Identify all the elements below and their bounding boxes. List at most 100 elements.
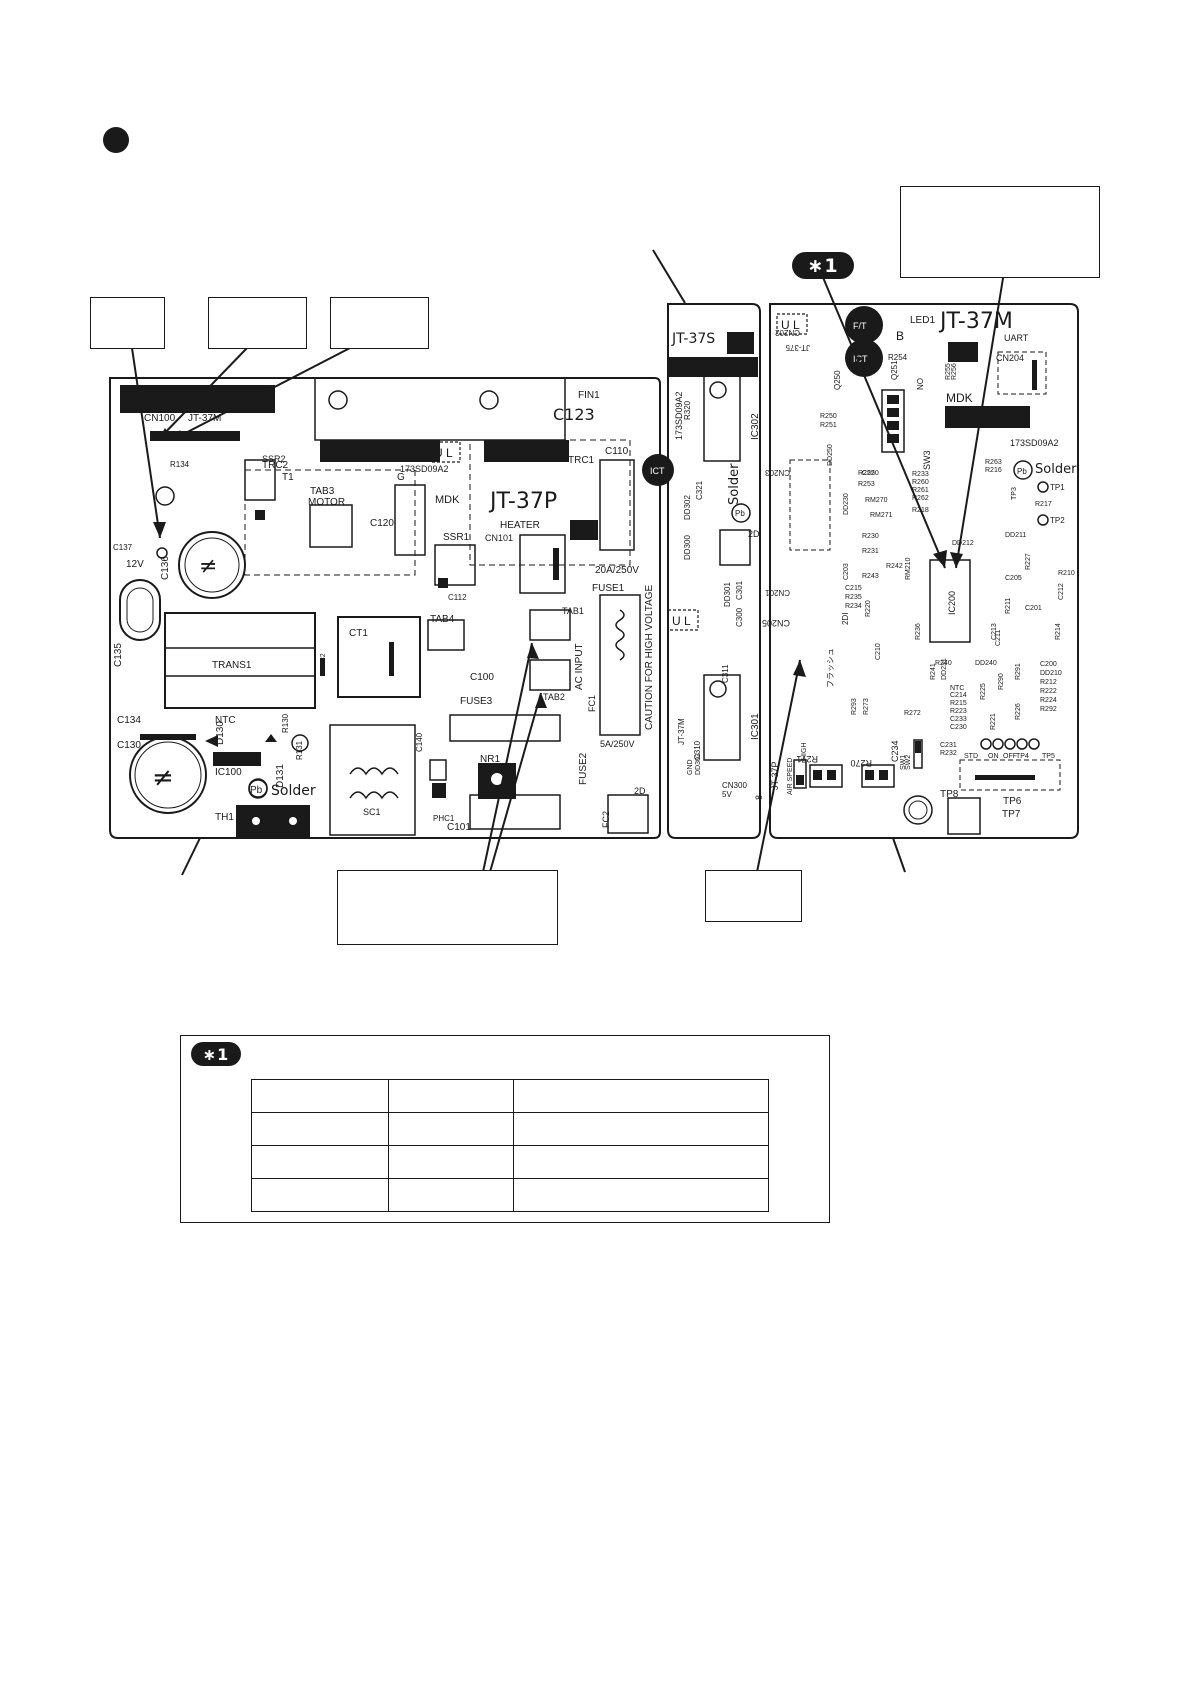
table-cell (388, 1079, 514, 1113)
svg-text:DD301: DD301 (723, 582, 732, 607)
legend-table (251, 1079, 769, 1212)
svg-text:R233: R233 (912, 471, 929, 478)
svg-text:FUSE1: FUSE1 (592, 583, 625, 594)
svg-text:JT-375: JT-375 (785, 343, 810, 352)
svg-text:8: 8 (754, 795, 764, 800)
svg-text:U L: U L (434, 446, 453, 460)
label-shock-warning: C123 (553, 405, 595, 424)
svg-text:RM270: RM270 (865, 497, 888, 504)
svg-text:D131: D131 (275, 764, 286, 788)
svg-text:DD211: DD211 (1005, 532, 1026, 539)
svg-text:F/T: F/T (853, 321, 867, 331)
svg-text:C311: C311 (721, 664, 730, 683)
svg-text:R131: R131 (295, 740, 304, 760)
svg-text:C214: C214 (950, 692, 967, 699)
svg-text:C212: C212 (1058, 583, 1065, 600)
middle-board: ICT JT-37S MDK 173SD09A2 IC302 IC301 R32… (642, 303, 764, 839)
table-row (251, 1079, 769, 1113)
right-board: F/T ICT (429, 303, 1079, 839)
svg-text:C300: C300 (735, 607, 744, 627)
callout-box-2 (208, 297, 307, 349)
svg-text:R256: R256 (951, 363, 958, 380)
main-pb-mark (248, 779, 268, 799)
svg-text:HIGH: HIGH (801, 743, 808, 761)
svg-text:SW2: SW2 (905, 755, 912, 770)
svg-text:R224: R224 (1040, 697, 1057, 704)
svg-text:IC100: IC100 (215, 767, 242, 778)
svg-text:R255: R255 (945, 363, 952, 380)
svg-text:NR1: NR1 (480, 754, 500, 765)
svg-text:C201: C201 (1025, 605, 1042, 612)
svg-text:R230: R230 (862, 533, 879, 540)
svg-text:2D: 2D (748, 529, 760, 539)
svg-text:R273: R273 (863, 698, 870, 715)
svg-text:フラッシュ: フラッシュ (826, 648, 835, 688)
svg-text:ICT: ICT (650, 466, 665, 476)
table-cell (251, 1178, 389, 1212)
svg-text:C215: C215 (845, 585, 862, 592)
svg-text:PHC1: PHC1 (433, 814, 455, 823)
callout-arrowheads (153, 428, 963, 708)
svg-text:DD240: DD240 (975, 660, 997, 667)
svg-text:G: G (397, 472, 405, 483)
svg-text:PHC2: PHC2 (320, 653, 327, 672)
svg-text:TP4: TP4 (1016, 753, 1029, 760)
svg-text:U L: U L (781, 318, 800, 332)
table-cell (251, 1145, 389, 1179)
svg-text:R215: R215 (950, 700, 967, 707)
svg-text:NTC: NTC (950, 685, 964, 692)
callout-box-5 (337, 870, 558, 945)
svg-text:C110: C110 (605, 446, 629, 457)
svg-text:R212: R212 (1040, 679, 1057, 686)
svg-text:≠: ≠ (152, 763, 174, 793)
svg-text:R240: R240 (935, 660, 952, 667)
svg-text:DD250: DD250 (827, 444, 834, 466)
svg-text:C233: C233 (950, 716, 967, 723)
table-row (251, 1178, 769, 1212)
main-solder-label: Solder (271, 783, 316, 799)
svg-text:FUSE2: FUSE2 (578, 752, 589, 785)
svg-text:CN101: CN101 (485, 533, 513, 543)
svg-text:2D: 2D (634, 786, 646, 796)
svg-text:T1: T1 (282, 472, 294, 483)
svg-text:CN300: CN300 (722, 781, 747, 790)
svg-text:R232: R232 (940, 750, 957, 757)
svg-text:173SD09A2: 173SD09A2 (1010, 438, 1059, 448)
svg-text:TP5: TP5 (1042, 753, 1055, 760)
svg-text:RM271: RM271 (870, 512, 893, 519)
star-one-text: ∗1 (807, 254, 839, 277)
svg-text:TP1: TP1 (1050, 483, 1065, 492)
svg-text:R261: R261 (912, 487, 929, 494)
svg-text:R251: R251 (820, 422, 837, 429)
svg-text:U L: U L (672, 614, 691, 628)
svg-text:R272: R272 (904, 710, 921, 717)
svg-text:Pb: Pb (250, 785, 263, 796)
svg-text:20A/250V: 20A/250V (595, 565, 639, 576)
svg-text:C310: C310 (693, 740, 702, 760)
svg-text:TP8: TP8 (940, 789, 959, 800)
svg-text:R236: R236 (915, 623, 922, 640)
svg-text:R320: R320 (683, 400, 692, 420)
svg-text:NTC: NTC (215, 715, 236, 726)
table-row (251, 1112, 769, 1146)
svg-text:TP6: TP6 (1003, 796, 1022, 807)
svg-text:R250: R250 (820, 413, 837, 420)
right-solder-label: Solder (1035, 462, 1077, 477)
svg-text:ICT: ICT (853, 354, 868, 364)
svg-text:TAB2: TAB2 (543, 692, 565, 702)
svg-text:5A/250V: 5A/250V (600, 739, 635, 749)
middle-solder-label: Solder (727, 463, 742, 505)
svg-text:FUSE3: FUSE3 (460, 696, 493, 707)
svg-text:R235: R235 (845, 594, 862, 601)
svg-text:CN204: CN204 (996, 353, 1024, 363)
svg-text:UART: UART (1004, 333, 1029, 343)
svg-text:C120: C120 (370, 518, 394, 529)
svg-text:DD212: DD212 (952, 540, 974, 547)
table-cell (513, 1145, 769, 1179)
svg-text:RM210: RM210 (905, 557, 912, 580)
svg-text:C234: C234 (890, 740, 900, 762)
svg-text:C213: C213 (991, 623, 998, 640)
svg-text:C137: C137 (113, 543, 133, 552)
